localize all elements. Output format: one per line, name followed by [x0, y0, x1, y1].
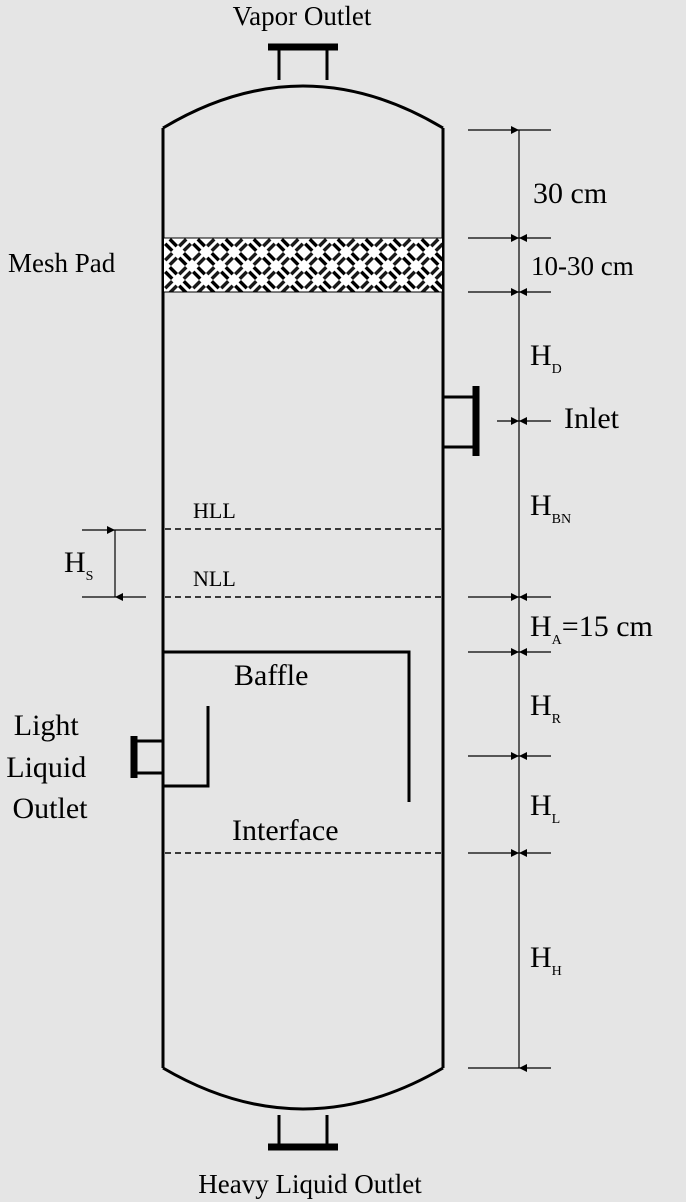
baffle: [163, 650, 411, 802]
dim-hbn-label: HBN: [530, 489, 571, 527]
dim-top-space-label: 30 cm: [533, 177, 607, 210]
dim-hh-label: HH: [530, 941, 562, 979]
vapor-outlet-nozzle: [268, 43, 338, 80]
dim-hr-label: HR: [530, 689, 562, 727]
vessel: [161, 84, 445, 1111]
heavy-liquid-outlet-nozzle: [268, 1115, 338, 1151]
mesh-pad: [164, 237, 442, 293]
interface-label: Interface: [232, 814, 339, 847]
light-liquid-outlet-label-line3: Outlet: [13, 792, 89, 825]
dim-ha-label: HA=15 cm: [530, 610, 653, 648]
dim-hs-label: HS: [64, 546, 93, 584]
vessel-bottom-head: [162, 1066, 444, 1111]
heavy-liquid-outlet-label: Heavy Liquid Outlet: [198, 1169, 422, 1199]
light-liquid-outlet-label-line2: Liquid: [6, 751, 86, 784]
dim-hd-label: HD: [530, 339, 562, 377]
light-liquid-outlet-label-line1: Light: [14, 709, 80, 742]
vapor-outlet-label: Vapor Outlet: [233, 1, 372, 31]
nll-label: NLL: [193, 566, 236, 591]
baffle-label: Baffle: [234, 659, 308, 692]
hs-dimension: [82, 526, 146, 601]
dim-hl-label: HL: [530, 789, 560, 827]
level-lines: [165, 528, 441, 854]
light-liquid-outlet-label: Light Liquid Outlet: [6, 709, 94, 825]
inlet-nozzle: [443, 386, 480, 456]
vessel-top-head: [162, 84, 444, 130]
inlet-label: Inlet: [564, 402, 620, 435]
mesh-pad-label: Mesh Pad: [8, 248, 116, 278]
hll-label: HLL: [193, 498, 236, 523]
dim-mesh-thickness-label: 10-30 cm: [531, 251, 634, 281]
light-liquid-outlet-nozzle: [130, 706, 210, 788]
